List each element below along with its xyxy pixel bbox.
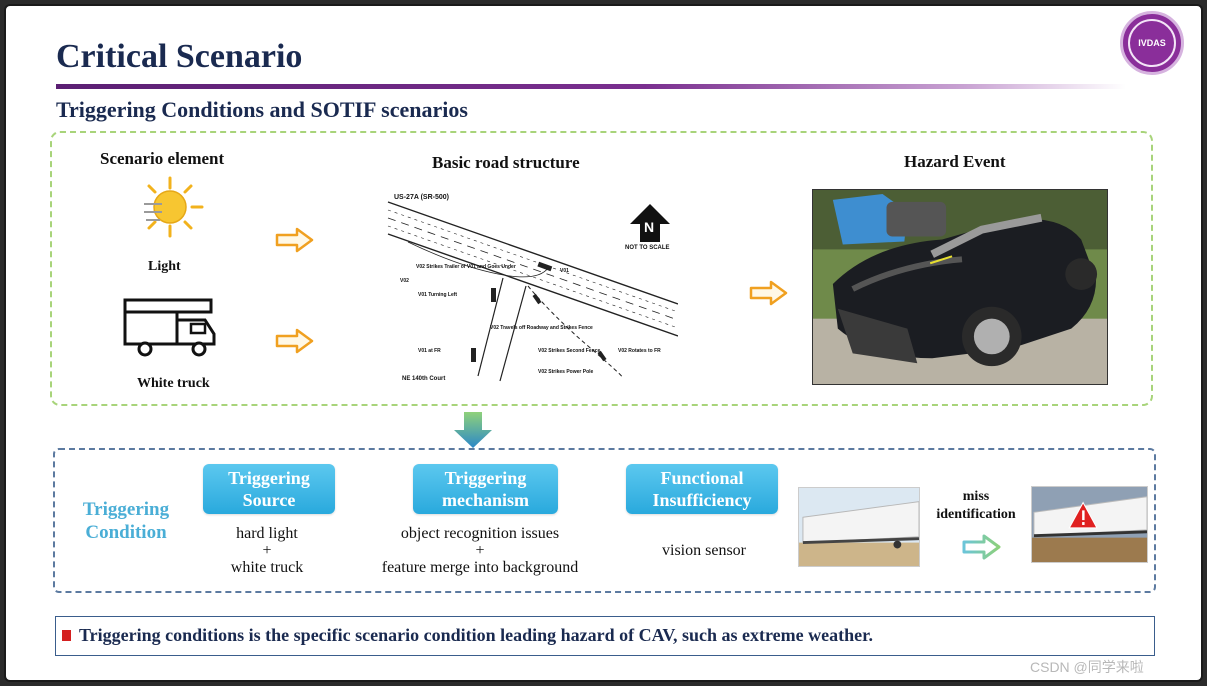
- road-structure-heading: Basic road structure: [432, 153, 580, 172]
- functional-insufficiency-box: Functional Insufficiency: [626, 464, 778, 514]
- map-label: V01 at FR: [418, 348, 441, 354]
- arrow-down-icon: [454, 412, 492, 448]
- slide-subtitle: Triggering Conditions and SOTIF scenario…: [56, 97, 468, 122]
- triggering-condition-label: Triggering Condition: [82, 499, 170, 543]
- title-divider: [56, 84, 1126, 89]
- trailer-warning-image: [1031, 486, 1148, 563]
- desc-line: +: [262, 542, 272, 559]
- watermark: CSDN @同学来啦: [1030, 659, 1144, 675]
- triggering-panel: [53, 448, 1156, 593]
- desc-line: vision sensor: [662, 542, 746, 559]
- desc-line: +: [475, 542, 485, 559]
- north-arrow-icon: N NOT TO SCALE: [625, 204, 670, 251]
- truck-icon: [123, 298, 216, 357]
- box-line: Insufficiency: [652, 490, 752, 510]
- arrow-right-icon: [749, 280, 788, 306]
- map-label: V02 Rotates to FR: [618, 348, 661, 354]
- arrow-right-icon: [275, 227, 314, 253]
- map-label: V02: [400, 278, 409, 284]
- logo-text: IVDAS: [1128, 19, 1176, 67]
- crashed-car-image: [812, 189, 1108, 385]
- desc-line: feature merge into background: [381, 559, 579, 576]
- box-line: Functional: [660, 468, 744, 488]
- map-label: V01 Turning Left: [418, 292, 457, 298]
- slide-title: Critical Scenario: [56, 38, 303, 75]
- box-line: Source: [242, 490, 296, 510]
- truck-label: White truck: [137, 376, 210, 391]
- box-line: Triggering: [228, 468, 310, 488]
- miss-identification-label: miss identification: [936, 489, 1016, 522]
- note-bullet-icon: [62, 630, 71, 641]
- scenario-element-heading: Scenario element: [100, 149, 225, 168]
- sun-icon: [144, 176, 204, 238]
- box-line: Triggering: [444, 468, 527, 488]
- box-line: mechanism: [442, 490, 529, 510]
- map-label: V02 Strikes Second Fence: [538, 348, 600, 354]
- note-box: [55, 616, 1155, 656]
- trailer-image: [798, 487, 920, 567]
- triggering-mechanism-desc: object recognition issues + feature merg…: [360, 525, 600, 576]
- map-label: V02 Travels off Roadway and Strikes Fenc…: [490, 325, 593, 331]
- desc-line: white truck: [230, 559, 304, 576]
- university-logo: IVDAS: [1120, 11, 1184, 75]
- svg-text:NOT TO SCALE: NOT TO SCALE: [625, 245, 670, 251]
- map-label: V02 Strikes Trailer of V01 and Goes Unde…: [416, 264, 516, 270]
- triggering-source-desc: hard light + white truck: [186, 525, 348, 576]
- svg-text:N: N: [644, 219, 654, 235]
- scenario-panel: [50, 131, 1153, 406]
- warning-icon: [1068, 501, 1098, 529]
- desc-line: object recognition issues: [400, 525, 560, 542]
- road-diagram: US-27A (SR-500) V02 V02 Strikes Trailer …: [387, 194, 678, 382]
- map-label: NE 140th Court: [402, 376, 445, 382]
- triggering-mechanism-box: Triggering mechanism: [413, 464, 558, 514]
- map-label: V01: [560, 268, 569, 274]
- note-text: Triggering conditions is the specific sc…: [79, 625, 873, 645]
- map-road-name: US-27A (SR-500): [394, 194, 449, 201]
- desc-line: hard light: [236, 525, 298, 542]
- arrow-right-icon: [962, 534, 1001, 560]
- map-label: V02 Strikes Power Pole: [538, 369, 594, 375]
- light-label: Light: [148, 259, 181, 274]
- functional-insufficiency-desc: vision sensor: [626, 542, 782, 559]
- triggering-source-box: Triggering Source: [203, 464, 335, 514]
- hazard-event-heading: Hazard Event: [904, 152, 1006, 171]
- arrow-right-icon: [275, 328, 314, 354]
